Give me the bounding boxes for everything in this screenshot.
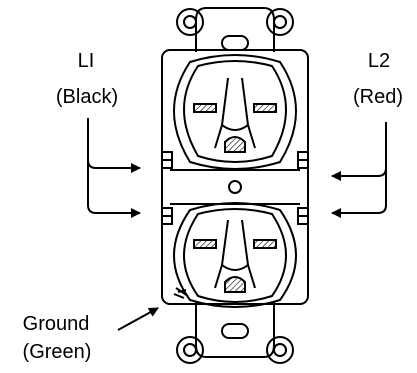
lower-outlet-face bbox=[173, 202, 297, 308]
l2-wire-arrows bbox=[331, 122, 387, 218]
bottom-mounting-strap bbox=[176, 302, 294, 364]
ground-terminal-screw bbox=[173, 287, 189, 299]
top-mounting-strap bbox=[176, 7, 294, 52]
ground-color-label: (Green) bbox=[22, 341, 92, 363]
left-terminal-screws bbox=[161, 151, 173, 225]
l2-label: L2 bbox=[367, 50, 391, 72]
l1-color-label: (Black) bbox=[55, 86, 119, 108]
center-screw bbox=[228, 180, 242, 194]
ground-arrow bbox=[117, 307, 159, 331]
l1-label: LI bbox=[77, 50, 95, 72]
l1-wire-arrows bbox=[87, 118, 140, 218]
l2-color-label: (Red) bbox=[352, 86, 403, 108]
ground-label: Ground bbox=[22, 313, 90, 335]
upper-outlet-face bbox=[173, 54, 297, 170]
right-terminal-screws bbox=[297, 151, 309, 225]
